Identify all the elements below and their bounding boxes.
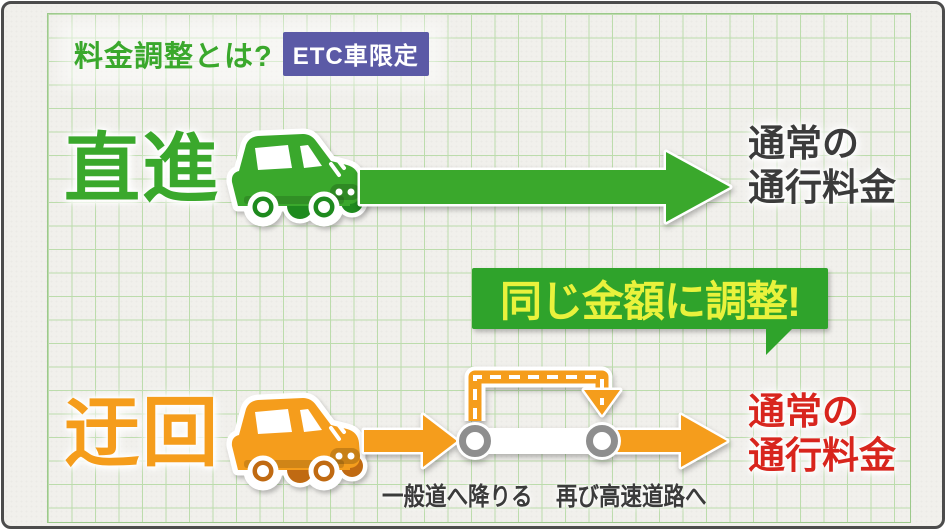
orange-arrow-right-icon [604,412,730,470]
etc-only-badge: ETC車限定 [282,32,429,76]
straight-label: 直進 [64,127,220,212]
dashed-detour-arrow-icon [464,366,613,421]
straight-result: 通常の 通行料金 [748,122,896,210]
detour-road-diagram [361,366,730,470]
detour-label: 迂回 [64,391,220,476]
detour-result-line2: 通行料金 [748,435,896,476]
dashed-centerline [473,375,604,419]
straight-result-line2: 通行料金 [748,167,896,208]
interchange-circle-icon [583,422,621,460]
adjust-banner: 同じ金額に調整! [472,268,828,355]
detour-result: 通常の 通行料金 [748,390,896,478]
header: 料金調整とは? ETC車限定 [68,30,435,78]
interchange-circle-icon [456,422,494,460]
exit-label: 一般道へ降りる [382,483,533,511]
reentry-label: 再び高速道路へ [556,483,707,511]
page-title: 料金調整とは? [74,41,273,73]
orange-car-icon [218,392,368,492]
green-car-icon [218,128,368,228]
straight-result-line1: 通常の [748,123,859,164]
orange-arrow-right-icon [361,412,460,470]
green-arrow-right-icon [357,149,733,225]
general-road-segment [475,428,602,454]
speech-bubble-tail-icon [766,329,792,355]
detour-result-line1: 通常の [748,391,859,432]
adjust-banner-text: 同じ金額に調整! [500,278,801,325]
